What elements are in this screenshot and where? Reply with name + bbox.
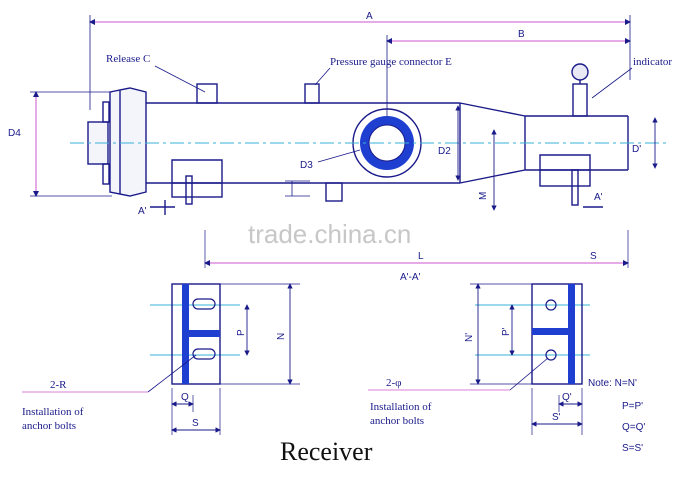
- note-n: Note: N=N': [588, 378, 637, 389]
- vessel-body: [87, 63, 629, 202]
- saddle-right: [539, 154, 603, 208]
- label-q: Q: [181, 392, 189, 403]
- label-q-prime: Q': [562, 392, 572, 403]
- section-left: P N Q S 2-R Installation of anchor bolts: [22, 283, 300, 435]
- dimension-d4: D4: [8, 91, 112, 197]
- dimension-l: L S A'-A': [204, 230, 629, 283]
- label-pressure-gauge: Pressure gauge connector E: [330, 56, 452, 68]
- note-q: Q=Q': [622, 422, 645, 433]
- label-install-right-1: Installation of: [370, 401, 432, 413]
- dimension-d1: D': [632, 117, 658, 169]
- label-a-prime-left: A': [138, 206, 147, 217]
- label-d3: D3: [300, 160, 313, 171]
- diagram-title: Receiver: [280, 437, 373, 466]
- watermark: trade.china.cn: [248, 219, 411, 249]
- notes: Note: N=N' P=P' Q=Q' S=S': [588, 378, 645, 454]
- leader-d3: [317, 149, 361, 163]
- leader-pressure: [314, 67, 331, 86]
- label-b: B: [518, 29, 525, 40]
- dimension-a: A: [89, 11, 631, 110]
- label-install-right-2: anchor bolts: [370, 415, 424, 427]
- label-d4: D4: [8, 128, 21, 139]
- label-d1: D': [632, 144, 641, 155]
- label-install-left-1: Installation of: [22, 406, 84, 418]
- label-indicator: indicator: [633, 56, 672, 68]
- label-a-a: A'-A': [400, 272, 421, 283]
- section-right: P' N' Q' S' 2-φ Installation of anchor b…: [368, 283, 590, 435]
- label-2-r: 2-R: [50, 379, 67, 391]
- saddle-left: [150, 159, 223, 215]
- note-p: P=P': [622, 401, 643, 412]
- label-s-prime: S': [552, 412, 561, 423]
- label-2-phi: 2-φ: [386, 377, 402, 389]
- label-m: M: [478, 192, 489, 200]
- label-a-prime-right: A': [594, 192, 603, 203]
- dimension-d2: D2: [438, 105, 461, 181]
- label-release-c: Release C: [106, 53, 150, 65]
- label-n-prime: N': [464, 333, 475, 342]
- dimension-b: B: [386, 29, 631, 120]
- dimension-m: M: [478, 129, 497, 211]
- label-s-left: S: [192, 418, 199, 429]
- note-s: S=S': [622, 443, 643, 454]
- label-a: A: [366, 11, 373, 22]
- dimension-small-left: [285, 180, 310, 197]
- label-install-left-2: anchor bolts: [22, 420, 76, 432]
- inlet-flange-d3: [352, 108, 422, 178]
- leader-indicator: [591, 67, 633, 99]
- label-p-prime: P': [501, 327, 512, 336]
- label-s-top: S: [590, 251, 597, 262]
- label-l: L: [418, 251, 424, 262]
- label-n: N: [276, 333, 287, 340]
- label-d2: D2: [438, 146, 451, 157]
- label-p: P: [236, 329, 247, 336]
